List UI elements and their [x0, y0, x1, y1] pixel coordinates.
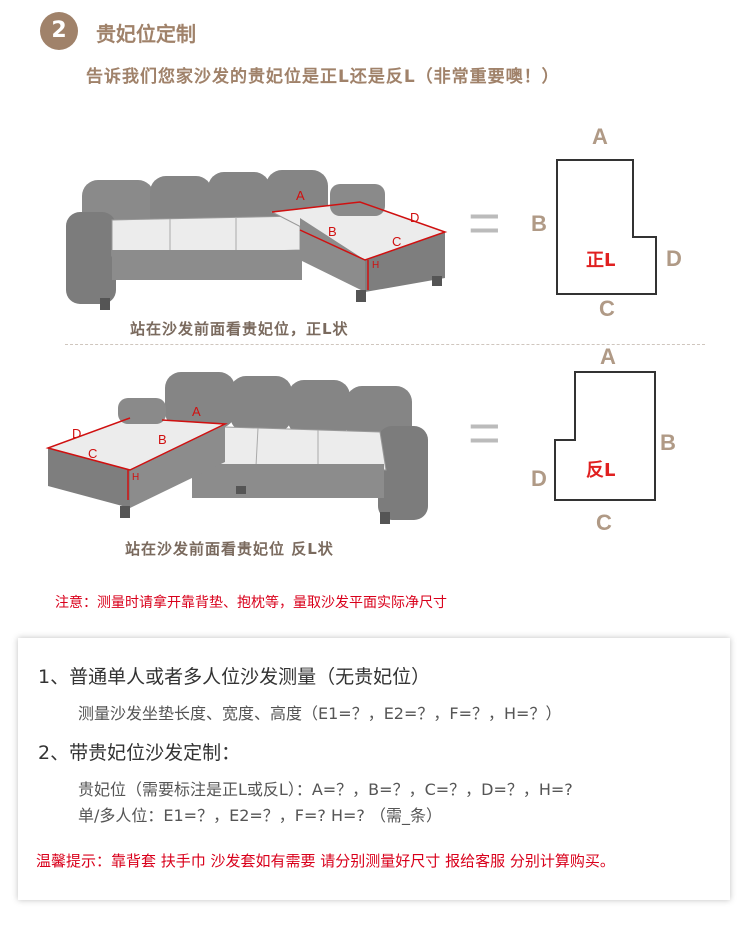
sofa-label-h: H — [372, 260, 379, 271]
shape-label-a-left: A — [600, 344, 616, 369]
divider-line — [65, 344, 705, 345]
left-chaise-caption: 站在沙发前面看贵妃位 反L状 — [125, 540, 334, 558]
step-number-badge: 2 — [40, 12, 78, 50]
measurement-notice: 注意：测量时请拿开靠背垫、抱枕等，量取沙发平面实际净尺寸 — [55, 595, 447, 611]
shape-type-label-left: 反L — [586, 460, 615, 481]
shape-label-c: C — [599, 296, 615, 321]
shape-type-label: 正L — [586, 250, 615, 271]
sofa-illustration-left: A B C D H — [45, 372, 428, 524]
sofa-label-h-left: H — [132, 472, 139, 483]
item1-title: 1、普通单人或者多人位沙发测量（无贵妃位） — [38, 666, 431, 688]
shape-label-a: A — [592, 124, 608, 149]
item1-detail: 测量沙发坐垫长度、宽度、高度（E1=？，E2=？，F=？，H=？） — [78, 704, 562, 723]
sofa-label-b: B — [328, 224, 337, 239]
sofa-label-c-left: C — [88, 446, 97, 461]
item2-title: 2、带贵妃位沙发定制： — [38, 742, 241, 764]
l-shape-outline — [556, 159, 657, 295]
shape-label-d: D — [666, 246, 682, 271]
sofa-label-c: C — [392, 234, 401, 249]
shape-label-b-left: B — [660, 430, 676, 455]
warm-tip: 温馨提示：靠背套 扶手巾 沙发套如有需要 请分别测量好尺寸 报给客服 分别计算购… — [36, 852, 615, 870]
right-chaise-diagram: A B C D H = A B C D 正L — [66, 124, 682, 321]
instructions-panel: 1、普通单人或者多人位沙发测量（无贵妃位） 测量沙发坐垫长度、宽度、高度（E1=… — [18, 638, 730, 900]
left-chaise-diagram: A B C D H = A B C D 反L — [45, 344, 676, 535]
section-subtitle: 告诉我们您家沙发的贵妃位是正L还是反L（非常重要噢！） — [86, 67, 560, 87]
item2-line1: 贵妃位（需要标注是正L或反L）：A=？，B=？，C=？，D=？，H=? — [78, 780, 573, 799]
equals-sign: = — [468, 191, 501, 254]
shape-label-b: B — [531, 211, 547, 236]
sofa-label-d: D — [410, 210, 419, 225]
right-chaise-caption: 站在沙发前面看贵妃位，正L状 — [130, 320, 349, 338]
shape-label-d-left: D — [531, 466, 547, 491]
reverse-l-shape-outline — [554, 371, 656, 501]
sofa-label-b-left: B — [158, 432, 167, 447]
section-title: 贵妃位定制 — [96, 22, 196, 46]
sofa-label-a-left: A — [192, 404, 201, 419]
sofa-label-d-left: D — [72, 426, 81, 441]
sofa-illustration-right: A B C D H — [66, 170, 448, 310]
equals-sign-left: = — [468, 401, 501, 464]
shape-label-c-left: C — [596, 510, 612, 535]
item2-line2: 单/多人位：E1=？，E2=？，F=? H=? （需_条） — [78, 806, 442, 825]
sofa-label-a: A — [296, 188, 305, 203]
